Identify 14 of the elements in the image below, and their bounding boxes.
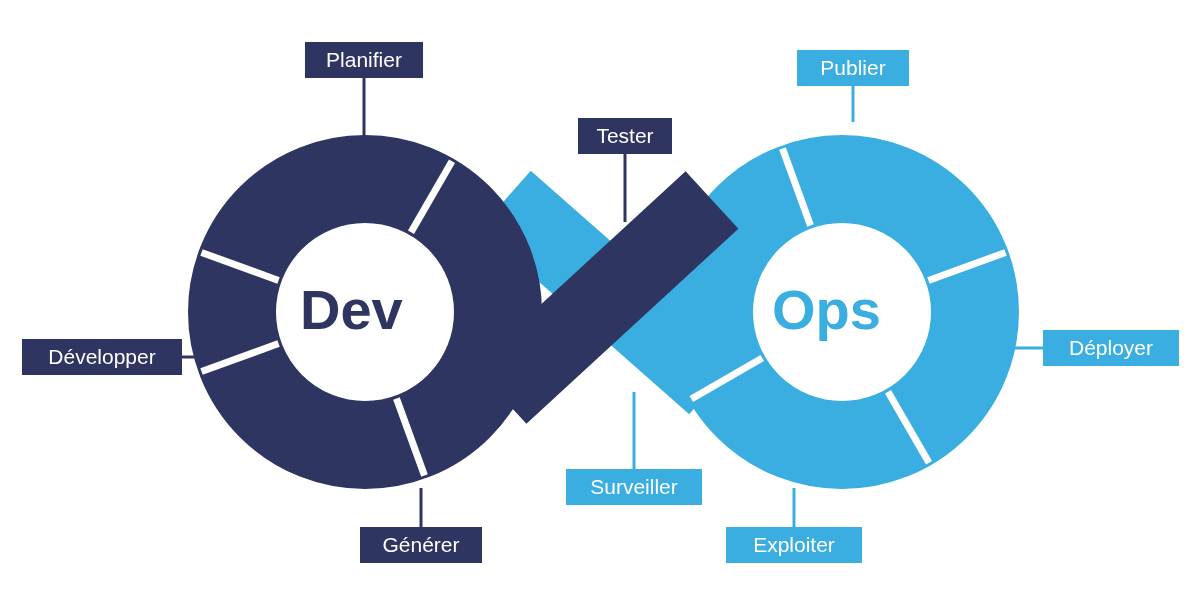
ring-label: Dev [300, 282, 403, 338]
stage-label: Générer [360, 527, 482, 563]
stage-label: Publier [797, 50, 909, 86]
stage-label: Développer [22, 339, 182, 375]
stage-label: Exploiter [726, 527, 862, 563]
leader-line [419, 488, 423, 527]
leader-line [632, 392, 636, 469]
stage-label: Tester [578, 118, 672, 154]
stage-label: Surveiller [566, 469, 702, 505]
leader-line [792, 488, 796, 527]
stage-label: Planifier [305, 42, 423, 78]
leader-line [851, 86, 855, 122]
stage-label: Déployer [1043, 330, 1179, 366]
leader-line [623, 154, 627, 222]
